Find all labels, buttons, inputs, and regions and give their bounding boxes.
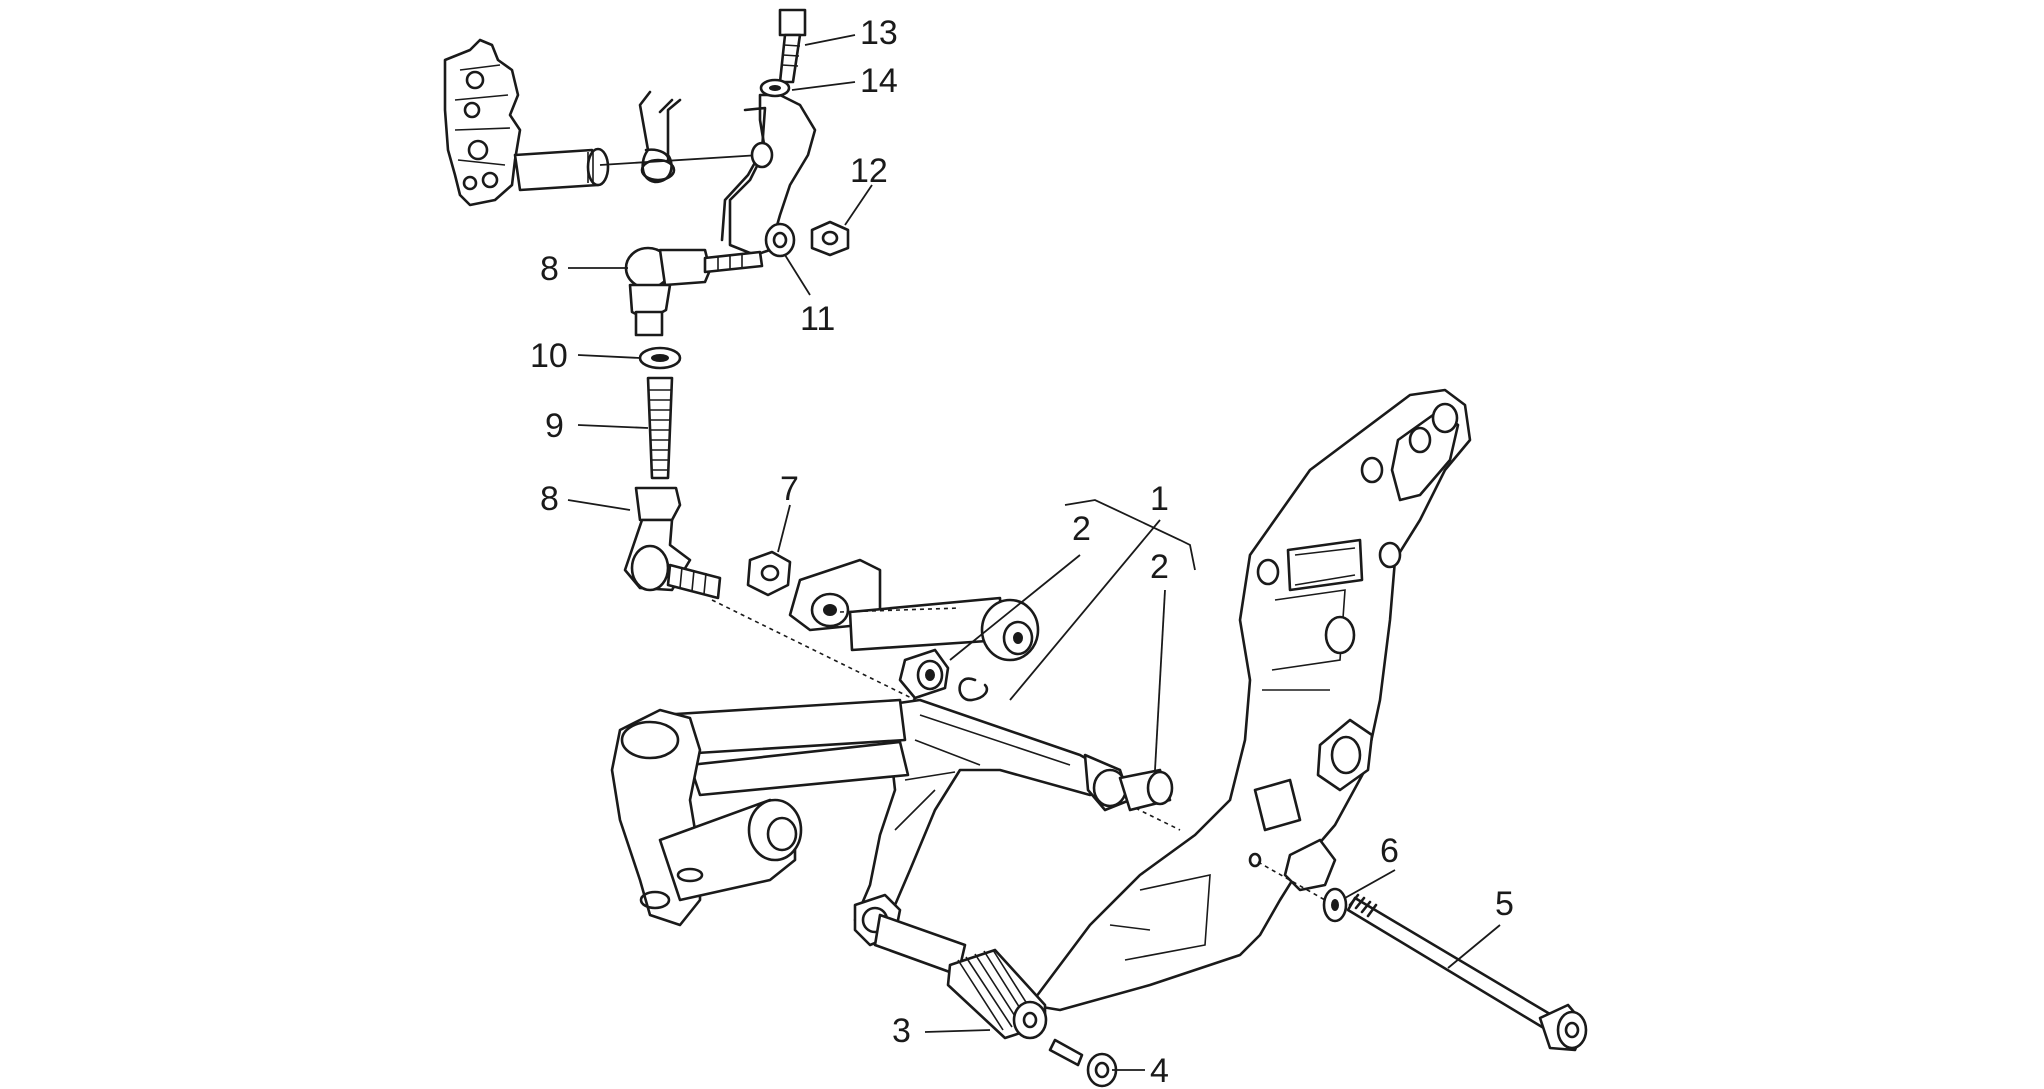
footrest-plate	[1028, 388, 1472, 1012]
callout-6: 6	[1380, 832, 1399, 870]
callout-7: 7	[780, 470, 799, 508]
bolt-13	[778, 8, 807, 84]
washer-14	[759, 78, 791, 98]
ball-joint-upper	[624, 246, 764, 337]
gear-lever-assembly	[788, 558, 1174, 977]
callout-bracket-1	[1064, 499, 1196, 571]
spring-clip	[638, 90, 682, 184]
screw-4	[1048, 1038, 1118, 1088]
ball-joint-lower	[623, 486, 722, 600]
washer-6	[1322, 887, 1348, 923]
callout-5: 5	[1495, 885, 1514, 923]
nut-7	[746, 550, 792, 597]
callout-9: 9	[545, 407, 564, 445]
callout-2-right: 2	[1150, 548, 1169, 586]
callout-8-upper: 8	[540, 250, 559, 288]
callout-3: 3	[892, 1012, 911, 1050]
selector-plate	[443, 38, 610, 207]
callout-10: 10	[530, 337, 568, 375]
callout-14: 14	[860, 62, 898, 100]
callout-11: 11	[800, 300, 835, 338]
callout-8-lower: 8	[540, 480, 559, 518]
nut-12	[810, 220, 850, 257]
selector-arm-bracket	[720, 93, 817, 258]
callout-4: 4	[1150, 1052, 1169, 1089]
nut-10	[638, 346, 682, 370]
callout-1: 1	[1150, 480, 1169, 518]
callout-2-left: 2	[1072, 510, 1091, 548]
threaded-rod-9	[646, 376, 674, 480]
leader-lines	[567, 34, 1501, 1071]
footpeg-rubber-3	[946, 948, 1048, 1040]
pivot-shaft	[610, 698, 910, 927]
bolt-5	[1346, 893, 1588, 1052]
callout-13: 13	[860, 14, 898, 52]
callout-labels: 13 14 12 11 8 10 9 8 7 1 2 2 3 4 6 5	[530, 14, 1514, 1089]
callout-12: 12	[850, 152, 888, 190]
